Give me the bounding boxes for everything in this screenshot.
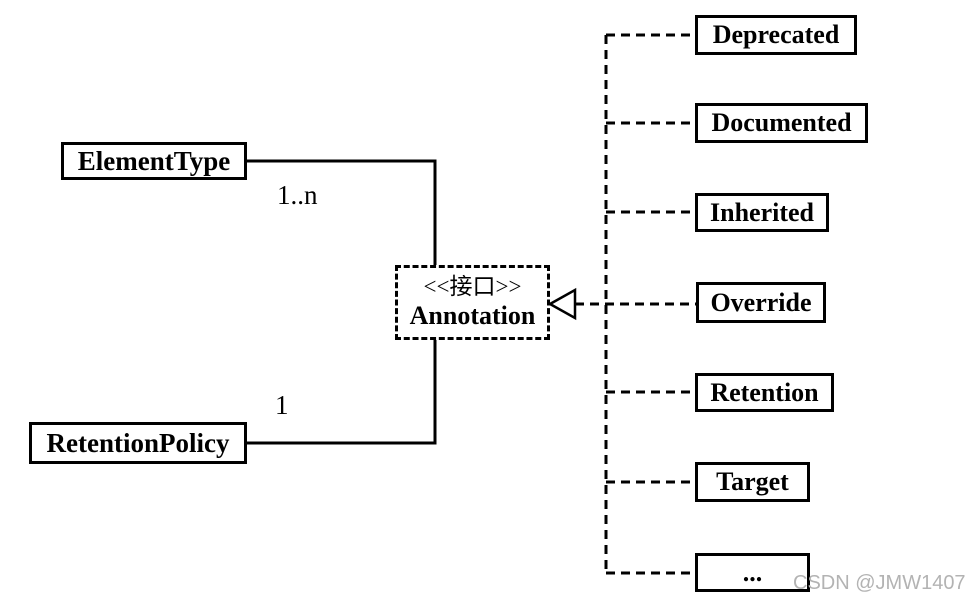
watermark-text: CSDN @JMW1407 [793, 572, 965, 594]
class-box-retentionpolicy: RetentionPolicy [29, 422, 247, 464]
class-label: ElementType [77, 145, 231, 176]
multiplicity-label-elementtype: 1..n [277, 180, 318, 210]
class-box-override: Override [696, 282, 826, 323]
class-box-target: Target [695, 462, 810, 502]
class-box-deprecated: Deprecated [695, 15, 857, 55]
class-box-retention: Retention [695, 373, 834, 412]
interface-box-annotation: <<接口>> Annotation [395, 265, 550, 340]
class-label: Target [716, 467, 789, 496]
class-label: Retention [710, 377, 819, 407]
multiplicity-label-retentionpolicy: 1 [275, 390, 289, 420]
interface-name-label: Annotation [409, 300, 536, 330]
class-label: Inherited [710, 197, 814, 227]
realization-arrowhead-icon [547, 287, 577, 321]
class-box-ellipsis: ... [695, 553, 810, 592]
class-box-inherited: Inherited [695, 193, 829, 232]
class-box-elementtype: ElementType [61, 142, 247, 180]
class-label: Override [710, 287, 812, 317]
association-line-retentionpolicy [247, 340, 437, 445]
class-box-documented: Documented [695, 103, 868, 143]
class-label: RetentionPolicy [46, 427, 230, 458]
class-label: Documented [711, 108, 852, 137]
stereotype-label: <<接口>> [423, 274, 522, 300]
class-label: ... [742, 557, 763, 587]
association-line-elementtype [247, 159, 437, 265]
class-label: Deprecated [712, 20, 840, 49]
